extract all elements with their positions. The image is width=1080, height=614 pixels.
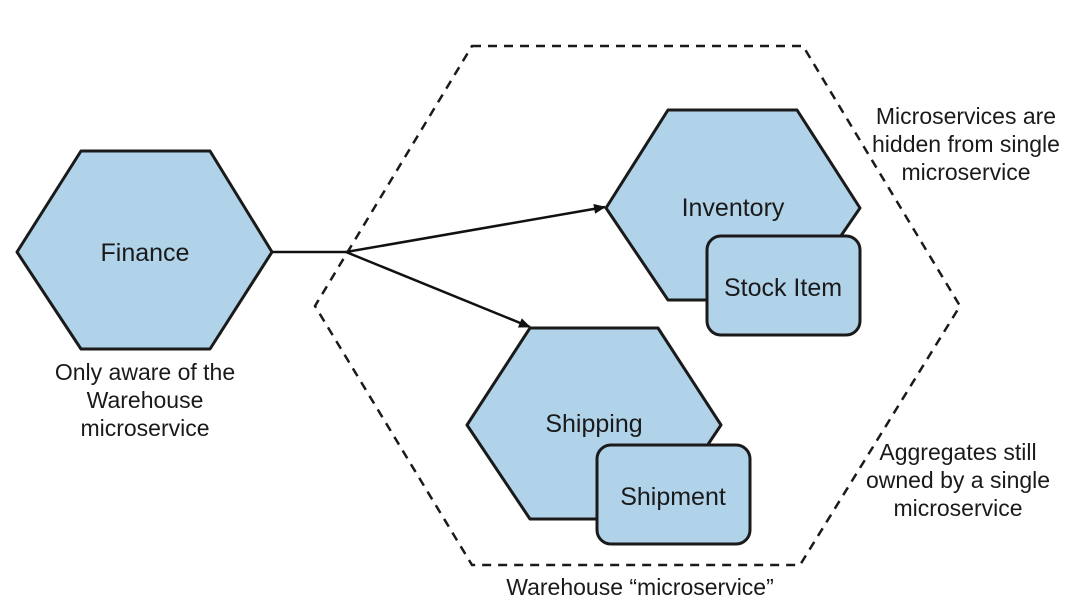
shipment-box — [595, 443, 752, 546]
arrow-to-inventory — [345, 203, 606, 254]
shipment-node[interactable]: Shipment — [595, 443, 752, 546]
warehouse-boundary — [313, 44, 962, 567]
hidden-note-line-2: hidden from single — [872, 131, 1060, 157]
stock-item-node[interactable]: Stock Item — [705, 234, 862, 337]
finance-note-line-3: microservice — [80, 415, 209, 441]
hidden-microservices-note: Microservices are hidden from single mic… — [872, 103, 1060, 185]
hidden-note-line-3: microservice — [901, 159, 1030, 185]
aggregates-note: Aggregates still owned by a single micro… — [866, 439, 1050, 521]
finance-note: Only aware of the Warehouse microservice — [55, 359, 235, 441]
aggregates-note-line-3: microservice — [893, 495, 1022, 521]
finance-label: Finance — [101, 239, 190, 267]
aggregates-note-line-1: Aggregates still — [879, 439, 1036, 465]
stock-item-box — [705, 234, 862, 337]
finance-node[interactable]: Finance — [15, 149, 274, 351]
finance-hexagon — [15, 149, 274, 351]
finance-note-line-2: Warehouse — [87, 387, 204, 413]
inventory-label: Inventory — [682, 194, 785, 222]
finance-note-line-1: Only aware of the — [55, 359, 235, 385]
warehouse-boundary-label: Warehouse “microservice” — [506, 574, 774, 600]
shipment-label: Shipment — [620, 483, 726, 511]
aggregates-note-line-2: owned by a single — [866, 467, 1050, 493]
shipping-label: Shipping — [545, 410, 642, 438]
stock-item-label: Stock Item — [724, 274, 842, 302]
arrow-to-shipping — [345, 250, 531, 329]
hidden-note-line-1: Microservices are — [876, 103, 1056, 129]
